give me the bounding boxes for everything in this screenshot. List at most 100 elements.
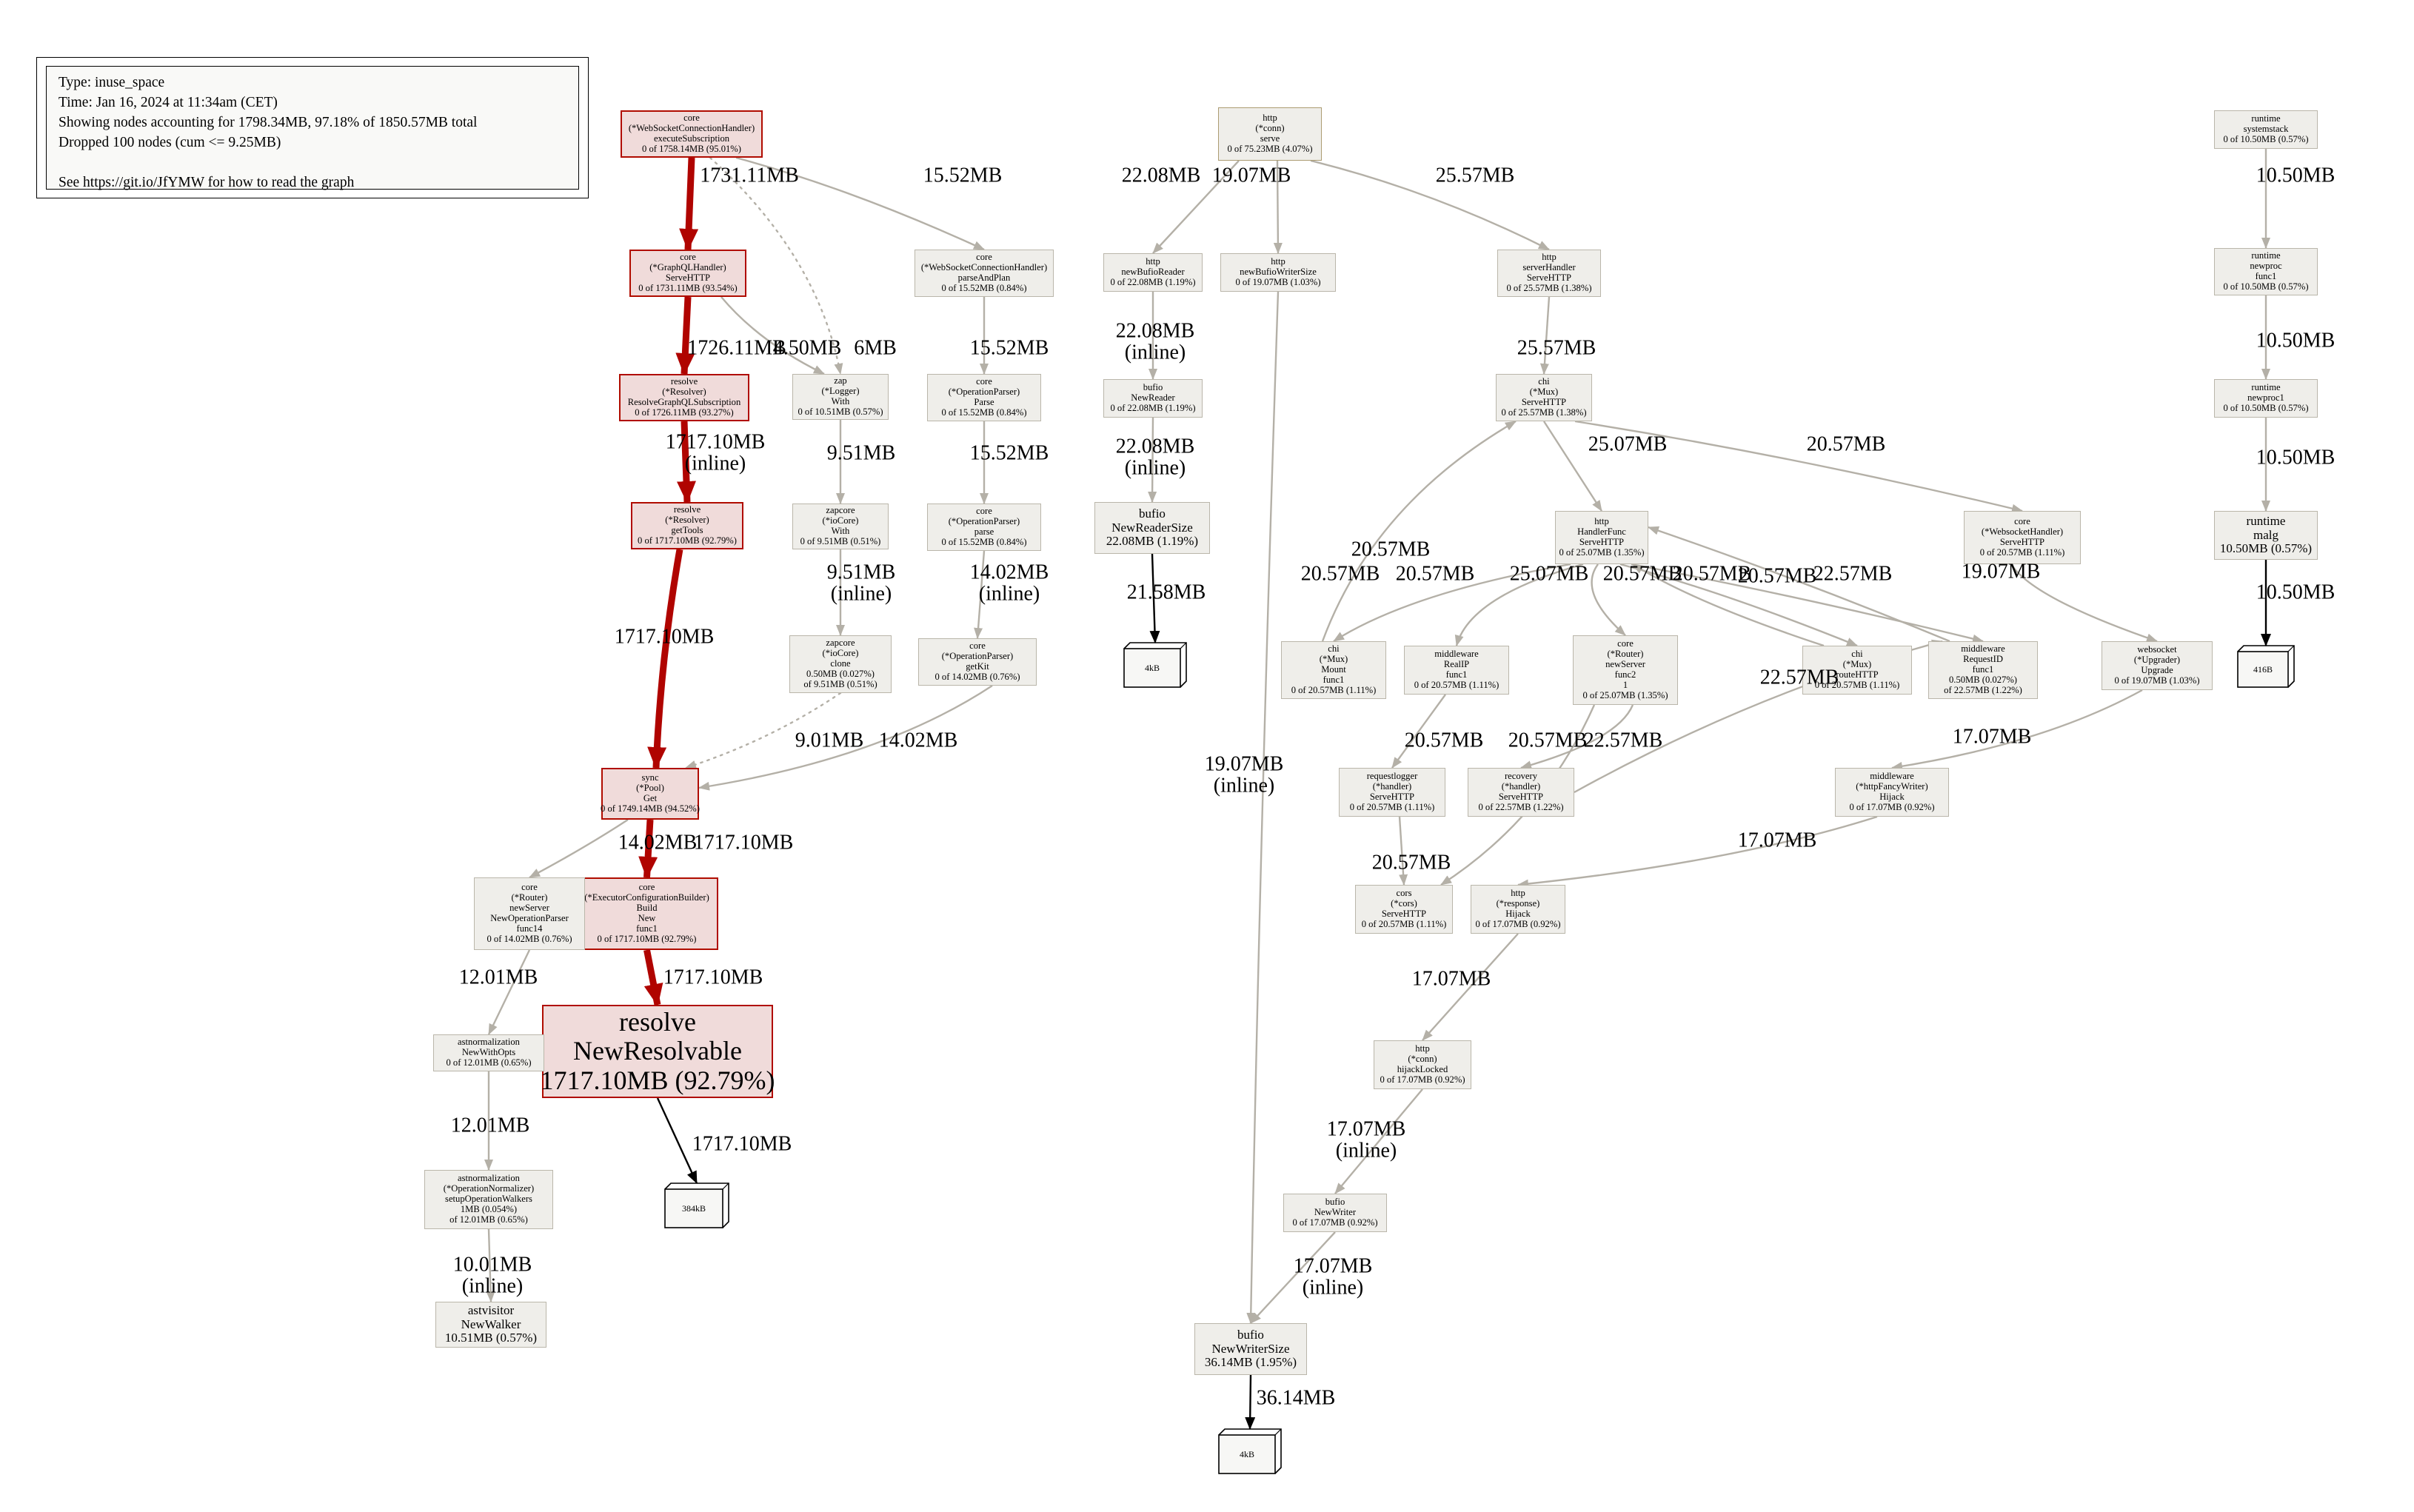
node-label-line: 0 of 10.51MB (0.57%) [798, 406, 883, 417]
edge-label: 22.57MB [1760, 666, 1839, 689]
graph-edge-func14-nwo [487, 949, 531, 1035]
node-label-line: 0 of 20.57MB (1.11%) [1814, 679, 1900, 690]
node-label-line: ServeHTTP [665, 272, 711, 283]
edge-label: 17.07MB(inline) [1294, 1255, 1373, 1299]
sink-node-4kB[interactable]: 4kB [1123, 642, 1187, 688]
node-label-line: (*GraphQLHandler) [649, 262, 726, 273]
sink-node-416B[interactable]: 416B [2237, 645, 2295, 688]
graph-node-exec[interactable]: core(*WebSocketConnectionHandler)execute… [621, 110, 763, 158]
node-label-line: (*response) [1496, 898, 1540, 909]
edge-label-value: 19.07MB [1211, 164, 1291, 187]
edge-label: 17.07MB [1738, 829, 1817, 852]
node-label-line: bufio [1139, 506, 1166, 521]
node-label-line: (*handler) [1501, 781, 1541, 792]
edge-label-value: 19.07MB [1204, 752, 1284, 776]
node-label-line: hijackLocked [1397, 1064, 1448, 1074]
graph-edge-serve-sh [1310, 159, 1550, 251]
node-label-line: routeHTTP [1836, 669, 1879, 680]
edge-label: 9.01MB [795, 729, 864, 752]
edge-label-value: 10.50MB [2256, 581, 2336, 604]
node-label-line: setupOperationWalkers [445, 1194, 532, 1205]
graph-node-pap[interactable]: core(*WebSocketConnectionHandler)parseAn… [915, 250, 1054, 297]
graph-node-rsub[interactable]: resolve(*Resolver)ResolveGraphQLSubscrip… [619, 374, 749, 421]
node-label-line: (*httpFancyWriter) [1856, 781, 1928, 792]
node-label-line: (*WebSocketConnectionHandler) [920, 262, 1048, 273]
legend-type-line: Type: inuse_space [58, 75, 165, 90]
node-label-line: NewReaderSize [1111, 520, 1193, 535]
edge-label: 1717.10MB [692, 1133, 792, 1155]
edge-label: 25.07MB [1588, 433, 1668, 455]
node-label-line: func1 [1445, 669, 1468, 680]
node-label-line: (*Logger) [821, 386, 860, 397]
node-label-line: runtime [2251, 113, 2281, 124]
node-label-line: (*WebSocketConnectionHandler) [628, 123, 755, 134]
graph-node-build[interactable]: core(*ExecutorConfigurationBuilder)Build… [575, 877, 718, 950]
legend-blank-line [58, 153, 566, 173]
legend-showing-line: Showing nodes accounting for 1798.34MB, … [58, 115, 478, 130]
edge-label: 12.01MB [459, 966, 538, 989]
edge-label-value: 20.57MB [1404, 729, 1484, 752]
edge-label-value: 4.50MB [772, 336, 842, 360]
node-label-line: parse [974, 526, 994, 537]
node-label-line: 0 of 15.52MB (0.84%) [941, 536, 1027, 547]
node-label-line: NewWithOpts [461, 1047, 516, 1058]
node-label-line: websocket [2137, 644, 2177, 655]
edge-label-value: 15.52MB [923, 164, 1003, 187]
node-label-line: core [638, 882, 655, 893]
edge-label-qualifier: (inline) [1124, 457, 1186, 480]
edge-label: 25.07MB [1510, 563, 1589, 585]
edge-label-value: 1717.10MB [693, 831, 794, 854]
sink-node-4kB[interactable]: 4kB [1218, 1428, 1282, 1474]
edge-label-value: 10.50MB [2256, 446, 2336, 469]
node-label-line: 0 of 14.02MB (0.76%) [934, 671, 1020, 682]
sink-node-384kB[interactable]: 384kB [664, 1182, 729, 1228]
edge-label-qualifier: (inline) [830, 583, 892, 606]
graph-edge-sow-walker [486, 1228, 495, 1302]
node-label-line: (*ExecutorConfigurationBuilder) [584, 892, 709, 903]
edge-label: 17.07MB [1412, 968, 1491, 990]
graph-node-sow[interactable]: astnormalization(*OperationNormalizer)se… [424, 1170, 553, 1229]
